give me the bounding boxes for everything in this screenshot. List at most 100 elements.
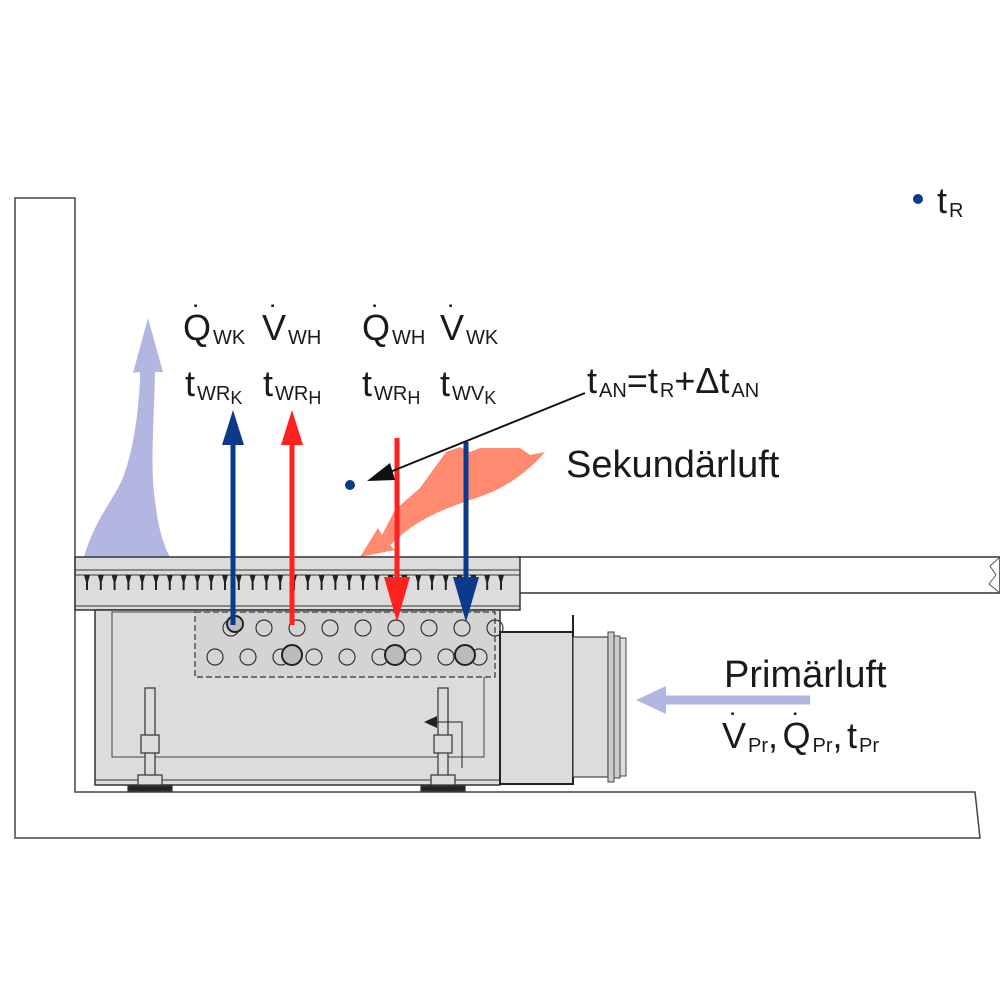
dot-accent: ˙: [447, 300, 457, 333]
symbol-sub: R: [949, 200, 964, 222]
coil-tube: [437, 648, 455, 666]
formula-room-temp-sub: R: [659, 380, 675, 402]
dot-accent: ˙: [269, 300, 279, 333]
pipe-fittings: [226, 615, 476, 666]
leveling-feet: [127, 687, 466, 792]
grille-slat: [498, 575, 504, 590]
symbol-base: ˙Q: [362, 302, 391, 348]
formula-delta: Δ: [695, 360, 720, 401]
grille-slat: [125, 575, 132, 590]
formula-leader: [384, 392, 586, 475]
room-temperature-point: [913, 194, 923, 204]
symbol-base: t: [937, 180, 948, 221]
grille-slat: [97, 575, 104, 590]
grille-slat: [484, 575, 491, 590]
symbol-sub: WV: [452, 383, 485, 405]
symbol-subsub: H: [407, 388, 421, 408]
formula-delta-t-sub: AN: [731, 380, 760, 402]
dot-accent: ˙: [371, 300, 381, 333]
grille-slat: [235, 575, 242, 590]
coil-tube: [338, 648, 356, 666]
symbol-base: t: [185, 363, 196, 404]
dot-accent: ˙: [729, 708, 739, 741]
separator: ,: [832, 715, 843, 756]
grille-slat: [442, 575, 449, 590]
symbol-base: t: [263, 363, 274, 404]
symbol-sub: WR: [197, 383, 231, 405]
base-letter: V: [262, 307, 287, 348]
grille-slat: [111, 575, 118, 590]
secondary-air-label: Sekundärluft: [566, 444, 780, 486]
separator: ,: [768, 715, 779, 756]
grille-slat: [415, 575, 422, 590]
symbol-subsub: K: [484, 388, 497, 408]
symbol-sub: WR: [275, 383, 309, 405]
symbol-sub: WH: [392, 327, 426, 349]
base-letter: V: [722, 715, 747, 756]
coil-tube: [354, 619, 372, 637]
grille-slat: [208, 575, 215, 590]
grille-slat: [304, 575, 311, 590]
coil-tube: [321, 619, 339, 637]
symbol-sub: Pr: [748, 735, 769, 757]
break-mark: [988, 556, 1000, 594]
coil-tube: [305, 648, 323, 666]
wall: [14, 197, 981, 839]
grille-slat: [429, 575, 435, 590]
symbol-base: t: [846, 715, 857, 756]
base-letter: Q: [782, 715, 811, 756]
symbol-sub: WR: [374, 383, 408, 405]
symbol-base: ˙V: [262, 302, 287, 348]
coil-tube: [486, 619, 504, 637]
grille-slat: [373, 575, 380, 590]
symbol-subsub: K: [230, 388, 243, 408]
coil-tube: [387, 619, 405, 637]
base-letter: Q: [362, 307, 391, 348]
symbol-base: ˙Q: [183, 302, 211, 346]
coil-tube: [420, 619, 438, 637]
formula-lhs: t: [587, 360, 598, 401]
inner-flow-arrow: [436, 721, 463, 768]
formula-room-temp: t: [647, 360, 658, 401]
grille-slat: [277, 575, 284, 590]
formula-plus: +: [674, 360, 696, 401]
formula-delta-t: t: [719, 360, 730, 401]
symbol-sub: Pr: [812, 735, 833, 757]
heat-exchanger: [194, 611, 496, 678]
grille-slat: [249, 575, 256, 590]
dot-accent: ˙: [791, 708, 802, 741]
coil-tube: [453, 619, 471, 637]
symbol-sub: WH: [288, 327, 322, 349]
coil-tube: [255, 619, 273, 637]
symbol-base: t: [440, 363, 451, 404]
supply-air-point: [345, 480, 355, 490]
symbol-base: t: [362, 363, 373, 404]
primary-air-plume: [84, 318, 170, 557]
symbol-subsub: H: [308, 388, 322, 408]
grille-slat: [222, 575, 228, 590]
dot-accent: ˙: [192, 300, 202, 333]
grille-slat: [153, 575, 159, 590]
coil-tube: [288, 619, 306, 637]
coil-tube: [239, 648, 257, 666]
symbol-base: ˙V: [440, 302, 465, 348]
grille-slat: [263, 575, 270, 590]
secondary-air-plume: [360, 447, 545, 557]
base-letter: V: [440, 307, 465, 348]
grille-slat: [166, 575, 173, 590]
grille-slat: [139, 575, 146, 590]
symbol-sub: WK: [213, 327, 246, 349]
symbol-base: ˙V: [722, 710, 747, 756]
